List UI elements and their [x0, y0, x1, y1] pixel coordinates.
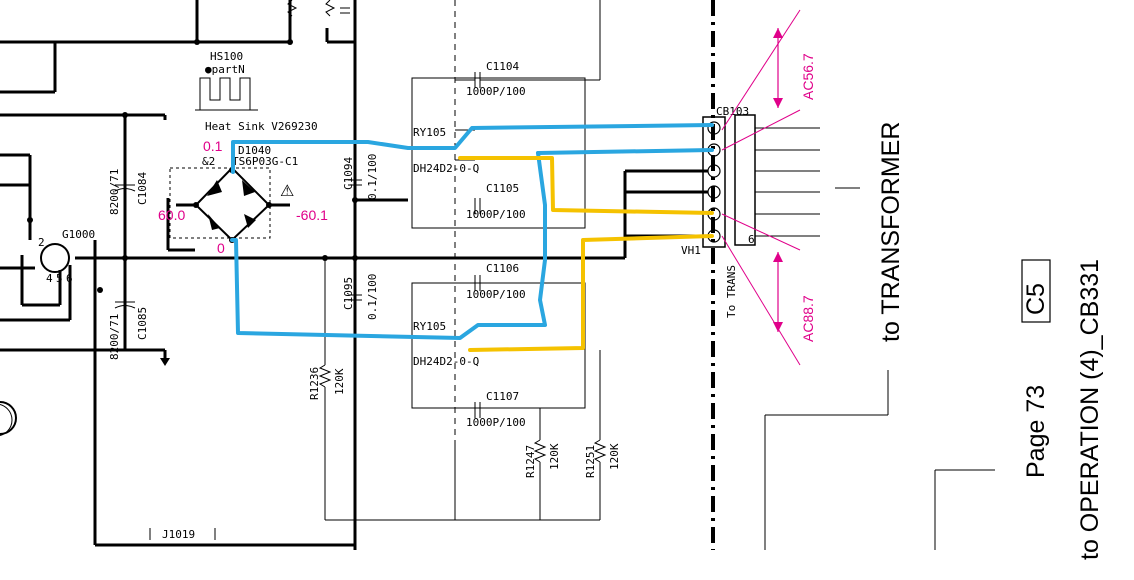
- to-transformer-label: to TRANSFORMER: [877, 122, 905, 342]
- capacitor-c1104: C1104 1000P/100: [455, 60, 585, 98]
- connector-black-wires: [355, 169, 708, 260]
- c1107-val: 1000P/100: [466, 416, 526, 429]
- ry105-top-part: DH24D2-0-Q: [413, 162, 479, 175]
- d1040-part: TS6P03G-C1: [232, 155, 298, 168]
- g1000-ref: G1000: [62, 228, 95, 241]
- j1019-ref: J1019: [162, 528, 195, 541]
- pin-6: 6: [66, 272, 73, 285]
- capacitor-c1095: C1095 0.1/100: [342, 274, 379, 320]
- capacitor-c1105: C1105 1000P/100: [466, 182, 526, 221]
- hs100-ref: HS100: [210, 50, 243, 63]
- hs100-part: ●partN: [205, 63, 245, 76]
- voltage-left: 60.0: [158, 207, 185, 223]
- c1106-val: 1000P/100: [466, 288, 526, 301]
- cb103-pin-6: 6: [748, 233, 755, 246]
- voltage-right: -60.1: [296, 207, 328, 223]
- grid-ref-label: C5: [1022, 283, 1050, 315]
- c1085-val: 8200/71: [108, 314, 121, 360]
- pin-5: 5: [56, 272, 63, 285]
- r1236-val: 120K: [333, 368, 346, 395]
- voltage-bottom: 0: [217, 240, 225, 256]
- jumper-j1019: J1019: [149, 528, 216, 541]
- d1040-sub: &2: [202, 155, 215, 168]
- page-ref-label: Page 73: [1022, 385, 1050, 478]
- to-operation-label: to OPERATION (4)_CB331: [1076, 259, 1104, 560]
- c1104-ref: C1104: [486, 60, 519, 73]
- pin-4: 4: [46, 272, 53, 285]
- grid-ref-box: [1021, 259, 1051, 323]
- resistor-r1236: R1236 120K: [308, 258, 600, 521]
- capacitor-c1106: C1106 1000P/100: [466, 262, 526, 301]
- connector-g1000: G1000 2 4 5 6: [38, 228, 95, 285]
- relay-box-bottom: RY105 DH24D2-0-Q: [411, 282, 586, 409]
- capacitor-c1094: C1094 0.1/100: [342, 154, 379, 200]
- cb103-ref: CB103: [716, 105, 749, 118]
- capacitor-c1084: 8200/71 C1084: [108, 169, 149, 215]
- c1105-ref: C1105: [486, 182, 519, 195]
- resistor-r1251: R1251 120K: [584, 350, 621, 520]
- ac-top-value: AC56.7: [800, 53, 816, 100]
- r1247-ref: R1247: [524, 445, 537, 478]
- c1085-ref: C1085: [136, 307, 149, 340]
- ac-measure-bottom: AC88.7: [721, 213, 816, 366]
- cb103-vh: VH1: [681, 244, 701, 257]
- operation-annotation: Page 73 C5 to OPERATION (4)_CB331: [934, 259, 1104, 560]
- pin-2: 2: [38, 236, 45, 249]
- resistor-top-fragment: [287, 0, 350, 17]
- ry105-bottom-part: DH24D2-0-Q: [413, 355, 479, 368]
- marker-fragment: [0, 401, 17, 436]
- c1095-ref: C1095: [342, 277, 355, 310]
- c1084-val: 8200/71: [108, 169, 121, 215]
- bridge-rectifier-d1040: D1040 &2 TS6P03G-C1 ⚠: [169, 144, 298, 243]
- r1247-val: 120K: [548, 443, 561, 470]
- c1094-ref: C1094: [342, 157, 355, 190]
- ac-measure-top: AC56.7: [721, 9, 816, 151]
- ry105-top-ref: RY105: [413, 126, 446, 139]
- c1106-ref: C1106: [486, 262, 519, 275]
- warning-icon: ⚠: [280, 183, 294, 200]
- cb103-to-trans: To TRANS: [725, 265, 738, 318]
- c1107-ref: C1107: [486, 390, 519, 403]
- c1104-val: 1000P/100: [466, 85, 526, 98]
- yellow-wire-traces: [458, 156, 714, 352]
- capacitor-c1085: 8200/71 C1085: [108, 301, 149, 360]
- c1095-val: 0.1/100: [366, 274, 379, 320]
- c1105-val: 1000P/100: [466, 208, 526, 221]
- r1251-val: 120K: [608, 443, 621, 470]
- resistor-r1247: R1247 120K: [524, 408, 561, 520]
- ac-bottom-value: AC88.7: [800, 295, 816, 342]
- voltage-top: 0.1: [203, 138, 223, 154]
- heat-sink-hs100: HS100 ●partN Heat Sink V269230: [195, 50, 318, 133]
- transformer-annotation: to TRANSFORMER: [764, 122, 905, 550]
- r1251-ref: R1251: [584, 445, 597, 478]
- r1236-ref: R1236: [308, 367, 321, 400]
- d1040-ref: D1040: [238, 144, 271, 157]
- capacitor-c1107: C1107 1000P/100: [466, 390, 526, 429]
- c1084-ref: C1084: [136, 172, 149, 205]
- hs100-desc: Heat Sink V269230: [205, 120, 318, 133]
- c1094-val: 0.1/100: [366, 154, 379, 200]
- left-wiring: [0, 0, 358, 550]
- blue-wire-traces: [230, 123, 714, 340]
- ry105-bottom-ref: RY105: [413, 320, 446, 333]
